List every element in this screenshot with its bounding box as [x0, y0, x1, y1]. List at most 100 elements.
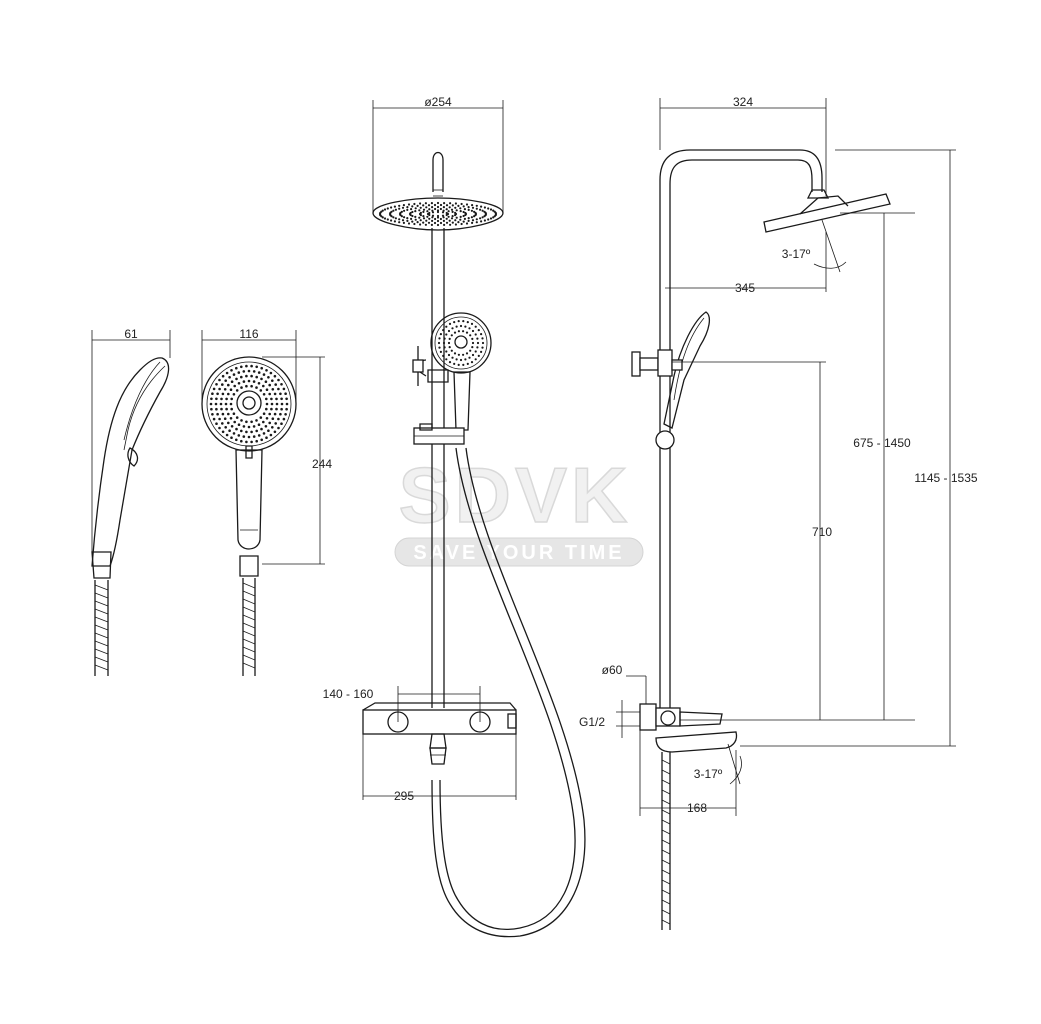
nozzle-dot: [235, 377, 238, 381]
nozzle-dot: [262, 432, 266, 435]
nozzle-dot: [273, 374, 277, 378]
nozzle-dot: [252, 435, 256, 438]
nozzle-dot: [418, 209, 421, 212]
nozzle-dot: [454, 202, 457, 205]
nozzle-dot: [414, 215, 417, 218]
nozzle-dot: [259, 389, 263, 392]
nozzle-dot: [218, 387, 221, 391]
nozzle-dot: [426, 210, 429, 213]
nozzle-dot: [451, 204, 454, 207]
nozzle-dot: [470, 322, 474, 325]
nozzle-dot: [455, 209, 458, 212]
nozzle-dot: [218, 378, 221, 382]
nozzle-dot: [227, 392, 230, 396]
nozzle-dot: [426, 215, 429, 218]
nozzle-dot: [464, 358, 467, 361]
nozzle-dot: [451, 327, 454, 330]
front-handshower-nozzles: [437, 320, 485, 366]
nozzle-dot: [474, 350, 477, 353]
nozzle-dot: [257, 382, 261, 385]
nozzle-dot: [475, 204, 478, 207]
nozzle-dot: [471, 353, 475, 357]
nozzle-dot: [414, 218, 417, 221]
nozzle-dot: [409, 211, 412, 215]
dim-arm-projection: 324: [733, 95, 753, 109]
nozzle-dot: [428, 211, 431, 215]
nozzle-dot: [480, 220, 483, 223]
nozzle-dot: [390, 210, 393, 213]
nozzle-dot: [383, 217, 387, 220]
nozzle-dot: [411, 214, 414, 218]
nozzle-dot: [398, 218, 401, 221]
nozzle-dot: [411, 220, 414, 223]
nozzle-dot: [459, 210, 462, 213]
nozzle-dot: [445, 333, 448, 336]
nozzle-dot: [402, 221, 405, 224]
nozzle-dot: [227, 412, 230, 416]
nozzle-dot: [445, 211, 448, 215]
nozzle-dot: [232, 373, 236, 376]
nozzle-dot: [270, 407, 273, 411]
nozzle-dot: [279, 392, 282, 396]
nozzle-dot: [237, 423, 241, 427]
nozzle-dot: [449, 223, 452, 226]
nozzle-dot: [265, 402, 269, 406]
nozzle-dot: [269, 371, 273, 375]
nozzle-dot: [445, 350, 448, 353]
nozzle-dot: [424, 202, 427, 205]
nozzle-dot: [419, 211, 422, 214]
nozzle-dot: [250, 374, 253, 378]
nozzle-dot: [479, 208, 482, 211]
nozzle-dot: [279, 412, 282, 416]
nozzle-dot: [419, 219, 422, 222]
nozzle-dot: [235, 438, 238, 442]
nozzle-dot: [477, 354, 480, 357]
dim-holder-range: 675 - 1450: [853, 436, 911, 450]
nozzle-dot: [398, 207, 401, 210]
nozzle-dot: [257, 371, 261, 374]
nozzle-dot: [483, 219, 486, 222]
nozzle-dot: [480, 333, 483, 336]
nozzle-dot: [471, 204, 474, 207]
nozzle-dot: [271, 417, 275, 421]
nozzle-dot: [457, 221, 460, 224]
nozzle-dot: [439, 207, 442, 211]
nozzle-dot: [235, 416, 239, 419]
nozzle-dot: [245, 430, 248, 434]
nozzle-dot: [237, 382, 241, 385]
nozzle-dot: [448, 219, 451, 222]
nozzle-dot: [224, 426, 227, 429]
nozzle-dot: [462, 220, 465, 223]
nozzle-dot: [465, 222, 469, 225]
nozzle-dot: [457, 320, 460, 323]
nozzle-dot: [229, 388, 233, 392]
nozzle-dot: [445, 213, 448, 217]
nozzle-dot: [215, 422, 218, 426]
nozzle-dot: [394, 217, 397, 220]
nozzle-dot: [245, 420, 248, 424]
dim-head-offset: 345: [735, 281, 755, 295]
nozzle-dot: [471, 206, 475, 209]
nozzle-dot: [250, 384, 253, 388]
nozzle-dot: [229, 402, 233, 406]
nozzle-dot: [474, 211, 477, 214]
nozzle-dot: [439, 333, 442, 336]
nozzle-dot: [230, 436, 233, 440]
nozzle-dot: [259, 416, 263, 419]
nozzle-dot: [416, 204, 419, 207]
nozzle-dot: [433, 203, 437, 207]
dim-total-height: 1145 - 1535: [914, 471, 977, 485]
nozzle-dot: [260, 438, 264, 442]
nozzle-dot: [273, 412, 277, 416]
nozzle-dot: [212, 417, 216, 421]
overhead-nozzles: [378, 201, 498, 227]
dim-spout-tilt: 3-17º: [694, 767, 723, 781]
nozzle-dot: [232, 432, 236, 435]
nozzle-dot: [215, 407, 218, 411]
nozzle-dot: [398, 204, 401, 207]
nozzle-dot: [398, 221, 401, 224]
nozzle-dot: [439, 221, 443, 225]
nozzle-dot: [471, 341, 475, 345]
nozzle-dot: [430, 202, 433, 205]
